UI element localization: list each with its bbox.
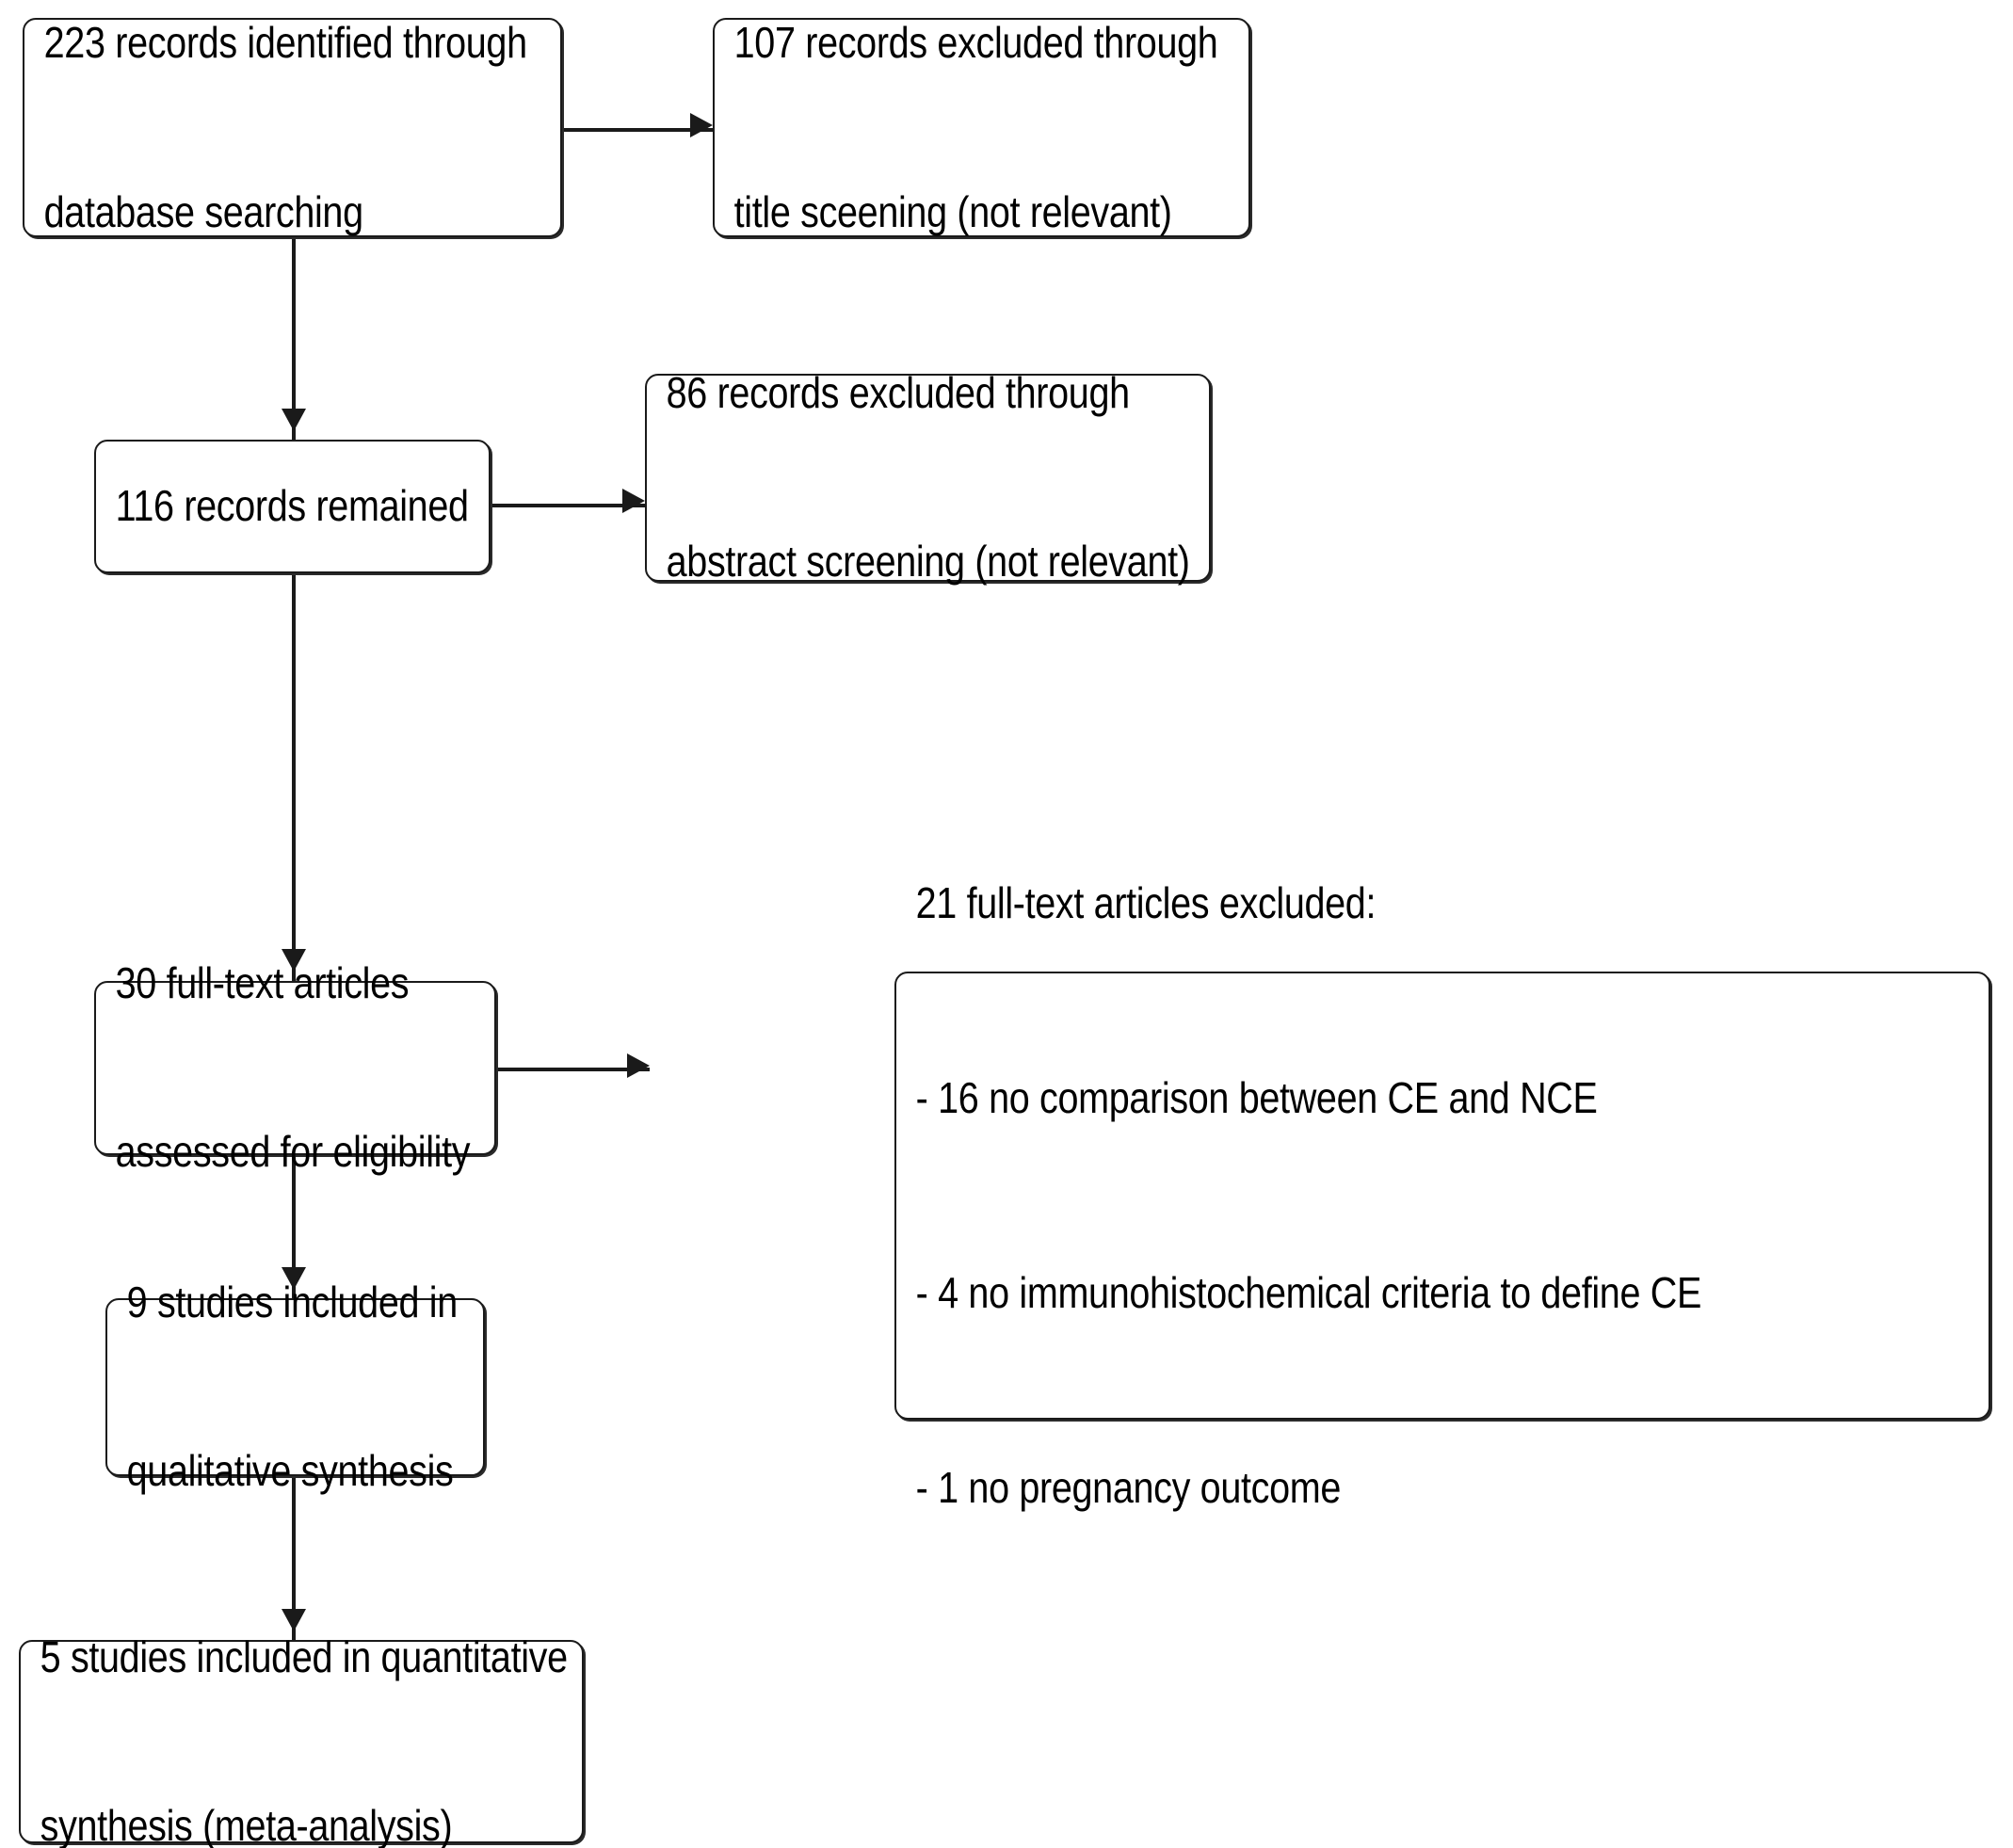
qualitative-synthesis-box[interactable]: 9 studies included in qualitative synthe…: [105, 1278, 485, 1495]
fulltext-excluded-heading: 21 full-text articles excluded:: [915, 878, 1377, 928]
records-excluded-title-box[interactable]: 107 records excluded through title sceen…: [713, 18, 1250, 238]
arrowhead-identified-to-remained: [282, 408, 306, 431]
records-remained-box[interactable]: 116 records remained: [94, 439, 491, 574]
records-identified-line-1: 223 records identified through: [43, 18, 527, 68]
quantitative-synthesis-box[interactable]: 5 studies included in quantitative synth…: [19, 1632, 584, 1848]
arrowhead-identified-to-excluded-title: [690, 113, 713, 138]
records-excluded-title-line-2: title sceening (not relevant): [733, 186, 1172, 236]
fulltext-assessed-line-2: assessed for eligibility: [115, 1127, 471, 1177]
edge-qualitative-to-quantitative: [292, 1475, 296, 1641]
qualitative-synthesis-line-2: qualitative synthesis: [126, 1446, 454, 1496]
quantitative-synthesis-line-2: synthesis (meta-analysis): [40, 1801, 453, 1848]
fulltext-assessed-line-1: 30 full-text articles: [115, 957, 410, 1007]
fulltext-assessed-box[interactable]: 30 full-text articles assessed for eligi…: [94, 958, 496, 1176]
arrowhead-remained-to-fulltext: [282, 949, 306, 972]
edge-fulltext-to-excluded-fulltext: [496, 1068, 650, 1072]
edge-identified-to-remained: [292, 237, 296, 440]
arrowhead-remained-to-excluded-abstract: [622, 489, 645, 514]
records-identified-line-2: database searching: [43, 186, 363, 236]
records-excluded-abstract-box[interactable]: 86 records excluded through abstract scr…: [645, 368, 1211, 586]
fulltext-excluded-reason-2: - 4 no immunohistochemical criteria to d…: [915, 1268, 1702, 1318]
quantitative-synthesis-line-1: 5 studies included in quantitative: [40, 1631, 568, 1681]
edge-fulltext-to-qualitative: [292, 1155, 296, 1299]
records-excluded-abstract-line-2: abstract screening (not relevant): [666, 537, 1190, 587]
records-excluded-title-line-1: 107 records excluded through: [733, 18, 1218, 68]
edge-remained-to-excluded-abstract: [491, 503, 645, 507]
arrowhead-qualitative-to-quantitative: [282, 1609, 306, 1632]
edge-identified-to-excluded-title: [562, 127, 713, 132]
edge-remained-to-fulltext: [292, 573, 296, 981]
records-excluded-abstract-line-1: 86 records excluded through: [666, 368, 1130, 417]
fulltext-excluded-reason-1: - 16 no comparison between CE and NCE: [915, 1073, 1598, 1123]
qualitative-synthesis-line-1: 9 studies included in: [126, 1278, 459, 1327]
arrowhead-fulltext-to-qualitative: [282, 1267, 306, 1291]
fulltext-excluded-box[interactable]: 21 full-text articles excluded: - 16 no …: [894, 878, 1990, 1512]
records-identified-box[interactable]: 223 records identified through database …: [23, 18, 562, 238]
fulltext-excluded-reason-3: - 1 no pregnancy outcome: [915, 1462, 1342, 1512]
records-remained-line-1: 116 records remained: [115, 481, 469, 531]
arrowhead-fulltext-to-excluded-fulltext: [627, 1053, 650, 1079]
